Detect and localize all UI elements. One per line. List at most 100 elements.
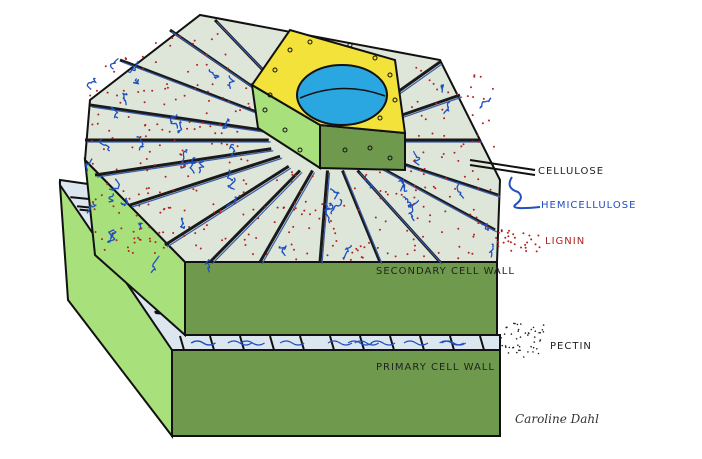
lignin-dot [158, 231, 161, 234]
primary-hemicellulose [240, 340, 265, 346]
lignin-dot [245, 182, 248, 185]
lignin-dot [154, 61, 157, 64]
lignin-dot [148, 129, 151, 131]
lignin-dot [363, 176, 366, 179]
pectin-dot [533, 336, 536, 338]
hemicellulose-strand [204, 259, 211, 273]
lignin-dot [473, 233, 475, 236]
lignin-dot [379, 197, 382, 200]
pectin-dot [542, 324, 545, 326]
lignin-dot [466, 95, 469, 98]
cellulose-fibril [208, 169, 302, 264]
lignin-dot [199, 125, 201, 128]
hemicellulose-strand [399, 177, 408, 193]
hemicellulose-strand [479, 97, 492, 109]
lignin-dot [440, 156, 443, 159]
pit [287, 47, 293, 53]
lignin-dot [147, 203, 150, 206]
primary-fibril [269, 335, 275, 351]
hemicellulose-strand [86, 201, 98, 214]
lignin-dot [148, 226, 151, 229]
hemicellulose-strand [222, 118, 230, 129]
lignin-dot [293, 208, 296, 211]
lignin-dot [148, 237, 151, 240]
lignin-dot [332, 227, 335, 230]
lignin-dot [195, 244, 198, 247]
hemicellulose-strand [169, 114, 179, 129]
lignin-dot [411, 204, 414, 207]
cellulose-fibril-edge [372, 163, 498, 233]
lignin-dot [179, 35, 182, 38]
label-secondary-cell-wall: Secondary cell wall [376, 266, 515, 277]
lignin-dot [128, 197, 131, 200]
lignin-dot [435, 102, 438, 105]
lignin-dot [342, 257, 345, 259]
lignin-dot [122, 89, 125, 92]
lignin-dot [294, 207, 297, 210]
label-hemicellulose: Hemicellulose [541, 200, 637, 211]
lignin-dot [224, 53, 227, 56]
hemicellulose-strand [136, 136, 145, 151]
pectin-dot [507, 352, 510, 354]
primary-fibril [359, 335, 365, 351]
lignin-dot [135, 214, 138, 217]
lignin-dot [326, 254, 329, 257]
lignin-dot [535, 250, 538, 253]
lignin-dot [162, 246, 165, 249]
hemicellulose-strand [108, 178, 121, 191]
lignin-dot [423, 255, 425, 258]
lignin-dot [184, 165, 186, 167]
lignin-dot [432, 82, 435, 85]
primary-hemicellulose [370, 340, 396, 346]
lignin-dot [386, 252, 389, 255]
pit [347, 42, 353, 48]
lignin-dot [158, 144, 161, 147]
lignin-dot [469, 213, 472, 216]
lignin-dot [353, 187, 356, 190]
lignin-dot [96, 122, 99, 125]
lignin-dot [462, 143, 465, 146]
lignin-dot [115, 239, 118, 242]
lignin-dot [311, 175, 314, 178]
lignin-dot [384, 220, 387, 223]
pit [267, 92, 273, 98]
lignin-dot [493, 145, 495, 148]
lignin-dot [273, 221, 276, 224]
lignin-dot [406, 253, 409, 256]
lignin-dot [194, 232, 197, 235]
lignin-dot [308, 227, 311, 230]
lignin-dot [205, 53, 208, 56]
lignin-dot [520, 246, 522, 249]
lignin-dot [486, 225, 489, 228]
lignin-dot [534, 243, 537, 246]
lignin-dot [477, 134, 479, 137]
lignin-dot [513, 236, 516, 239]
lignin-dot [497, 241, 500, 244]
lignin-dot [193, 39, 196, 42]
hemicellulose-strand [278, 245, 287, 257]
hemicellulose-strand [132, 78, 140, 85]
lignin-dot [95, 89, 98, 92]
cellulose-fibril-edge [166, 167, 292, 248]
lignin-dot [528, 234, 531, 237]
lignin-dot [97, 113, 100, 116]
primary-hemicellulose [347, 340, 373, 346]
lignin-dot [293, 248, 295, 251]
lignin-dot [91, 140, 93, 142]
pit [282, 127, 288, 133]
lignin-dot [507, 235, 510, 238]
primary-fibril [299, 335, 305, 351]
lignin-dot [242, 213, 245, 216]
pectin-dot [527, 334, 529, 336]
pectin-dot [504, 345, 507, 347]
lignin-dot [102, 148, 105, 151]
lignin-dot [245, 87, 248, 90]
hemicellulose-strand [323, 202, 334, 212]
lignin-dot [173, 139, 176, 142]
primary-hemicellulose [227, 340, 253, 346]
lignin-dot [537, 234, 540, 237]
lignin-dot [276, 179, 278, 182]
primary-hemicellulose [439, 340, 464, 346]
lignin-dot [100, 194, 103, 197]
label-cellulose: Cellulose [538, 166, 605, 177]
